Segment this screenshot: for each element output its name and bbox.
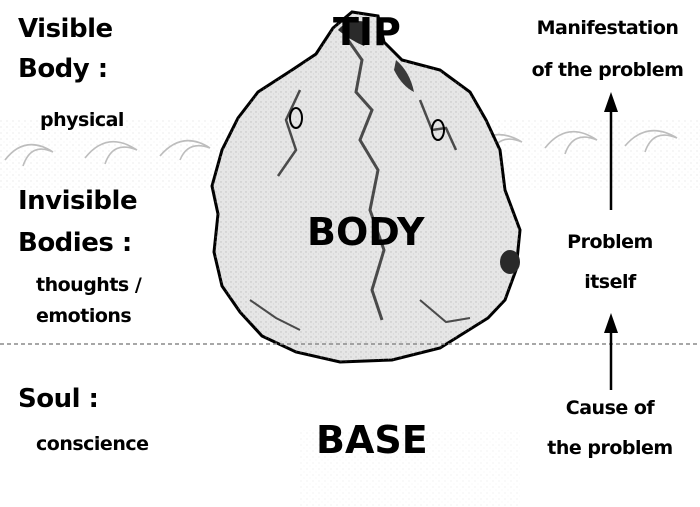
iceberg-rock-icon [212, 12, 520, 362]
arrow-up-icon [604, 313, 618, 390]
cause-line1: Cause of [535, 396, 685, 421]
manifestation-line2: of the problem [515, 58, 700, 83]
invisible-title-line2: Bodies : [18, 226, 132, 260]
invisible-title-line1: Invisible [18, 184, 137, 218]
body-label: BODY [307, 210, 425, 254]
soul-subtitle: conscience [36, 432, 149, 456]
manifestation-line1: Manifestation [515, 16, 700, 41]
invisible-subtitle-line2: emotions [36, 304, 131, 328]
visible-subtitle: physical [40, 108, 124, 132]
soul-title: Soul : [18, 382, 98, 416]
visible-title-line2: Body : [18, 52, 108, 86]
tip-label: TIP [333, 10, 401, 54]
problem-itself-line2: itself [535, 270, 685, 295]
cause-line2: the problem [520, 436, 700, 461]
base-label: BASE [316, 418, 428, 462]
visible-title-line1: Visible [18, 12, 113, 46]
problem-itself-line1: Problem [535, 230, 685, 255]
invisible-subtitle-line1: thoughts / [36, 273, 141, 297]
